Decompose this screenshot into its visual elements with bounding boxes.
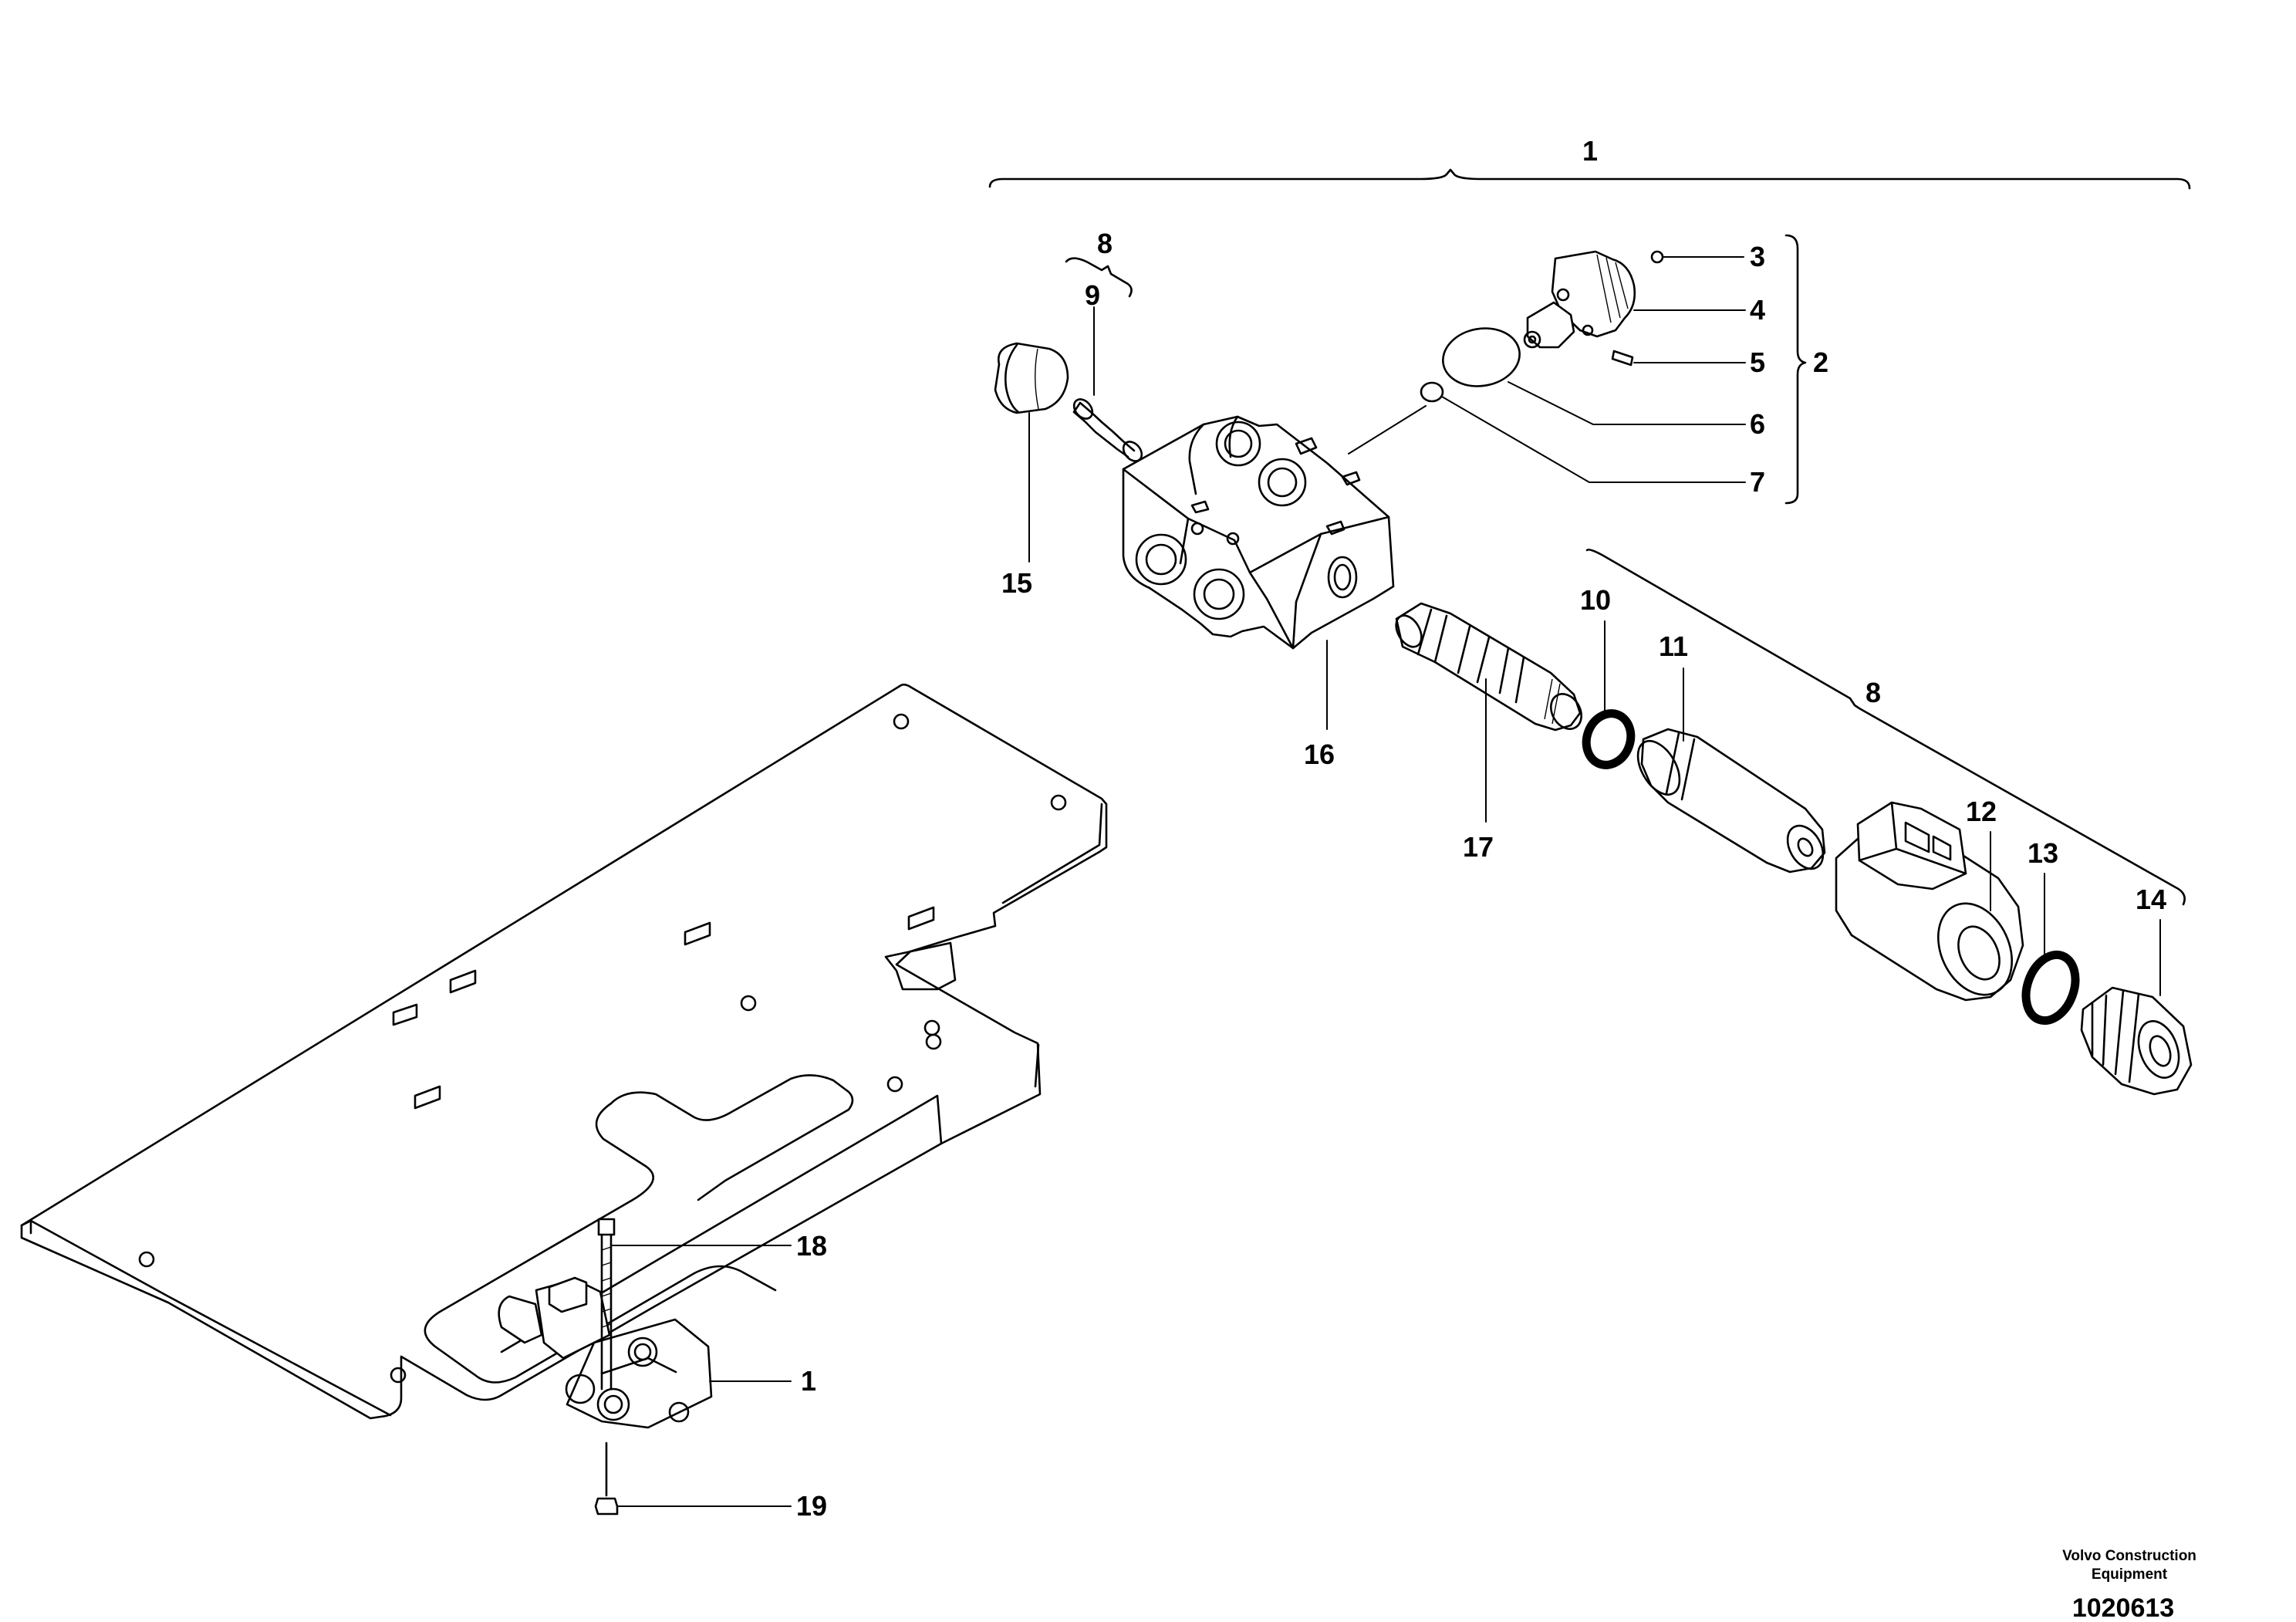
o-ring-13 bbox=[2021, 950, 2080, 1026]
spring-9 bbox=[1072, 398, 1143, 462]
label-7: 7 bbox=[1750, 466, 1765, 498]
label-15: 15 bbox=[1001, 567, 1032, 599]
assembly-brace-1 bbox=[988, 168, 2191, 190]
o-ring-6 bbox=[1442, 327, 1521, 387]
label-4: 4 bbox=[1750, 294, 1765, 326]
label-8-kit: 8 bbox=[1866, 677, 1881, 708]
label-19: 19 bbox=[796, 1490, 827, 1522]
label-11: 11 bbox=[1659, 630, 1688, 662]
footer-block: Volvo Construction Equipment 1020613 bbox=[2062, 1548, 2196, 1622]
label-16: 16 bbox=[1304, 738, 1335, 770]
plug-15 bbox=[994, 342, 1069, 414]
brace-8-kit bbox=[1585, 549, 2186, 906]
label-2: 2 bbox=[1813, 346, 1828, 378]
label-17: 17 bbox=[1463, 831, 1494, 863]
sleeve-11 bbox=[1636, 728, 1826, 874]
pin-5 bbox=[1611, 350, 1634, 367]
o-ring-10 bbox=[1582, 709, 1636, 769]
label-8-small: 8 bbox=[1097, 228, 1113, 259]
label-14: 14 bbox=[2136, 884, 2166, 915]
label-6: 6 bbox=[1750, 408, 1765, 440]
label-12: 12 bbox=[1966, 796, 1997, 827]
ball-3 bbox=[1650, 250, 1664, 264]
coil-12 bbox=[1835, 801, 2024, 1002]
brand-line-2: Equipment bbox=[2092, 1566, 2168, 1583]
document-number: 1020613 bbox=[2072, 1593, 2174, 1622]
label-9: 9 bbox=[1085, 279, 1100, 311]
callout-labels: 1 3 4 5 2 6 7 8 9 15 16 17 10 11 8 12 13… bbox=[796, 135, 2166, 1522]
relief-valve-4 bbox=[1523, 250, 1636, 349]
valve-body-16 bbox=[1122, 415, 1395, 650]
leader-lines bbox=[612, 256, 2161, 1507]
label-18: 18 bbox=[796, 1230, 827, 1262]
label-10: 10 bbox=[1580, 584, 1611, 616]
brace-8-small bbox=[1065, 257, 1133, 298]
bracket-2 bbox=[1784, 234, 1807, 505]
screw-18 bbox=[597, 1218, 616, 1391]
label-assembly-1-top: 1 bbox=[1582, 135, 1598, 167]
label-3: 3 bbox=[1750, 241, 1765, 272]
lock-nut-19 bbox=[594, 1441, 619, 1516]
spool-17 bbox=[1395, 602, 1582, 732]
brand-line-1: Volvo Construction bbox=[2062, 1548, 2196, 1564]
valve-assembly-installed bbox=[498, 1276, 713, 1429]
label-13: 13 bbox=[2028, 837, 2058, 869]
mounting-plate bbox=[20, 683, 1108, 1420]
nut-14 bbox=[2080, 986, 2193, 1096]
o-ring-7 bbox=[1420, 381, 1444, 403]
label-5: 5 bbox=[1750, 346, 1765, 378]
label-assembly-1-bottom: 1 bbox=[801, 1365, 816, 1397]
